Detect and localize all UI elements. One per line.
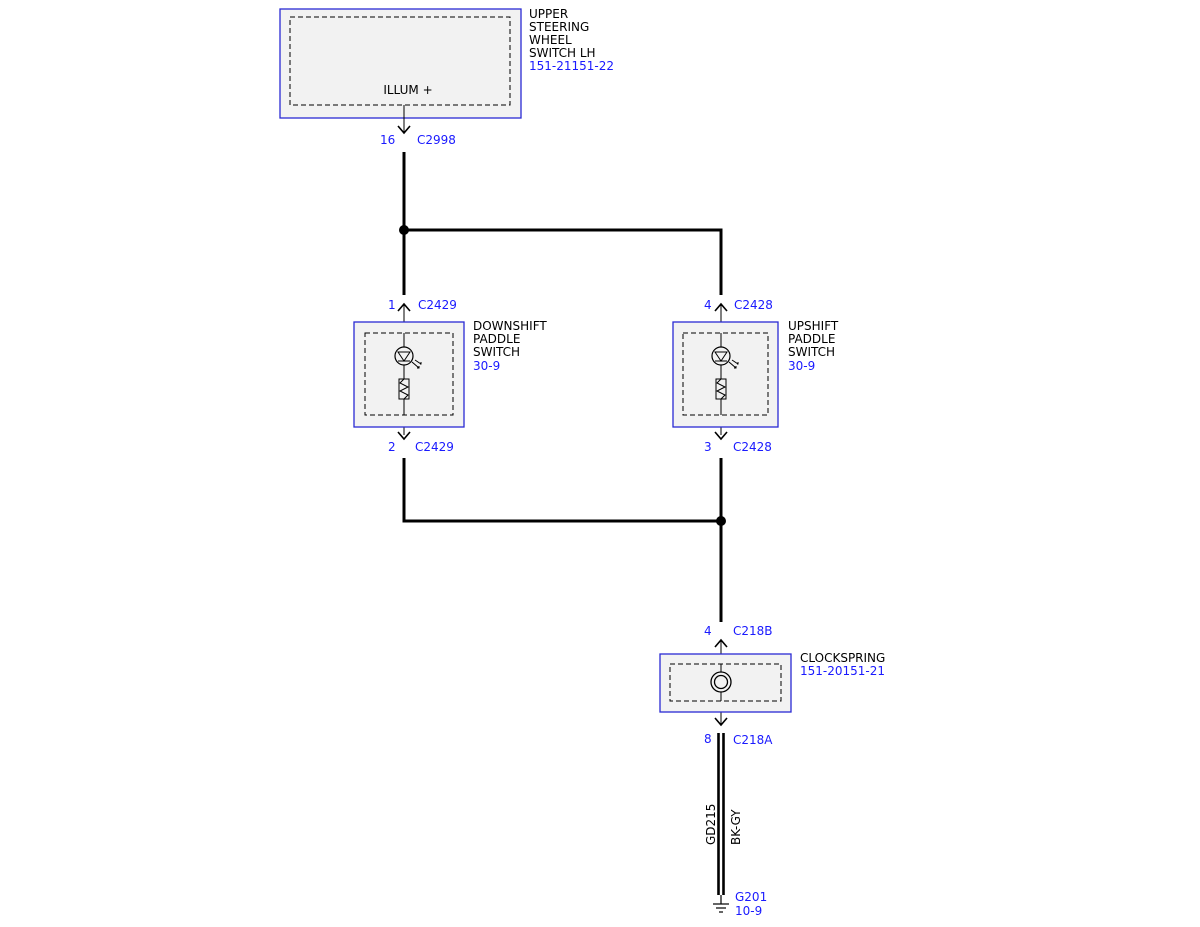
upshift-name-line-2: PADDLE	[788, 332, 835, 346]
upper-steering-wheel-switch[interactable]: ILLUM +	[279, 8, 522, 119]
clockspring-coil-icon	[710, 671, 732, 693]
upper-switch-name-line-3: WHEEL	[529, 33, 572, 47]
c2998-terminal-icon	[397, 125, 411, 135]
resistor-icon	[398, 378, 410, 400]
ground-wire-gd215	[717, 733, 725, 895]
upper-switch-reference-link[interactable]: 151-21151-22	[529, 59, 614, 73]
illum-wire-branch-right	[404, 228, 723, 295]
c2429-top-connector-id[interactable]: C2429	[418, 298, 457, 312]
wire-circuit-label: GD215	[704, 804, 718, 845]
downshift-name-line-3: SWITCH	[473, 345, 520, 359]
lamp-icon	[394, 346, 422, 369]
upper-switch-name-line-4: SWITCH LH	[529, 46, 596, 60]
upshift-name-line-1: UPSHIFT	[788, 319, 839, 333]
c218a-terminal-icon	[714, 717, 728, 727]
splice-node-top	[399, 225, 409, 235]
c2998-connector-id[interactable]: C2998	[417, 133, 456, 147]
resistor-icon	[715, 378, 727, 400]
c2428-bottom-connector-id[interactable]: C2428	[733, 440, 772, 454]
c218b-terminal-icon	[714, 638, 728, 648]
c2428-top-connector-id[interactable]: C2428	[734, 298, 773, 312]
downshift-name-line-2: PADDLE	[473, 332, 520, 346]
ground-id[interactable]: G201	[735, 890, 767, 904]
upshift-reference-link[interactable]: 30-9	[788, 359, 815, 373]
c218b-pin-number: 4	[704, 624, 712, 638]
clockspring-name: CLOCKSPRING	[800, 651, 885, 665]
c2429-bottom-connector-id[interactable]: C2429	[415, 440, 454, 454]
upper-switch-name-line-1: UPPER	[529, 7, 568, 21]
wire-color-label: BK-GY	[729, 809, 743, 845]
clockspring-component[interactable]	[659, 653, 792, 713]
c2428-pin-4-number: 4	[704, 298, 712, 312]
wire-downshift-return	[402, 458, 721, 523]
c2428-pin-3-number: 3	[704, 440, 712, 454]
ground-symbol-icon	[713, 895, 729, 913]
c2429-top-terminal-icon	[397, 302, 411, 312]
c2998-pin-number: 16	[380, 133, 395, 147]
ground-reference-link[interactable]: 10-9	[735, 904, 762, 918]
c2429-pin-1-number: 1	[388, 298, 396, 312]
upshift-paddle-switch[interactable]	[672, 321, 779, 428]
downshift-reference-link[interactable]: 30-9	[473, 359, 500, 373]
downshift-paddle-switch[interactable]	[353, 321, 465, 428]
c2429-bottom-terminal-icon	[397, 431, 411, 441]
lamp-icon	[711, 346, 739, 369]
c2429-pin-2-number: 2	[388, 440, 396, 454]
splice-node-bottom	[716, 516, 726, 526]
upshift-name-line-3: SWITCH	[788, 345, 835, 359]
c218b-connector-id[interactable]: C218B	[733, 624, 773, 638]
c2428-top-terminal-icon	[714, 302, 728, 312]
c218a-connector-id[interactable]: C218A	[733, 733, 773, 747]
downshift-name-line-1: DOWNSHIFT	[473, 319, 547, 333]
c218a-pin-number: 8	[704, 732, 712, 746]
clockspring-reference-link[interactable]: 151-20151-21	[800, 664, 885, 678]
illum-plus-pin-label: ILLUM +	[383, 83, 432, 97]
upper-switch-name-line-2: STEERING	[529, 20, 589, 34]
c2428-bottom-terminal-icon	[714, 431, 728, 441]
